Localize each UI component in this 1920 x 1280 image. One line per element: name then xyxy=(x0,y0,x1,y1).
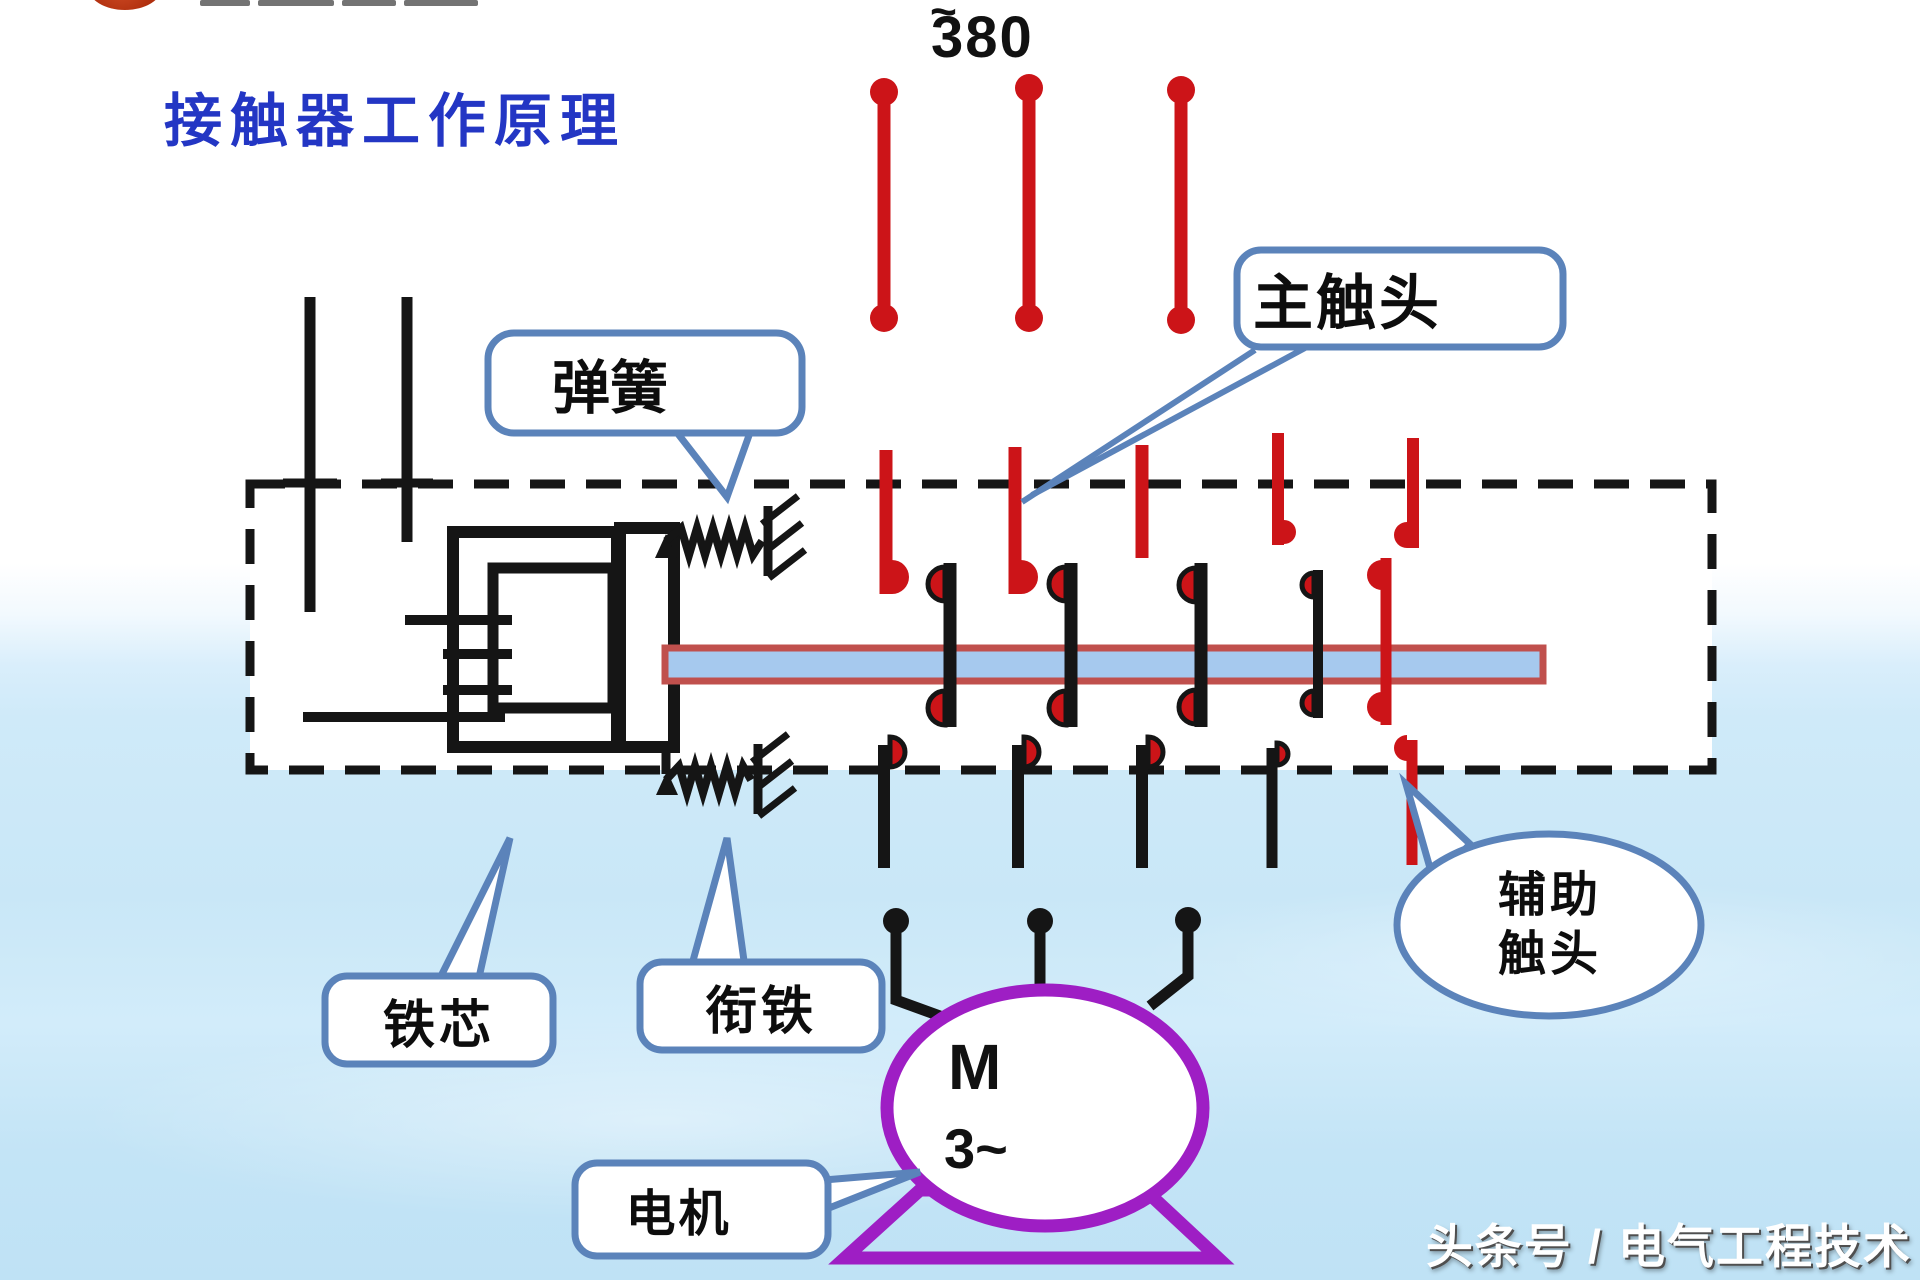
armature-callout-label: 衔铁 xyxy=(704,983,817,1041)
fixed-contact xyxy=(1008,447,1038,594)
aux-contact-callout-bubble xyxy=(1393,830,1705,1020)
aux-contact-callout-label: 辅助 触头 xyxy=(1400,840,1700,1012)
fixed-lower-contacts xyxy=(878,734,1418,868)
main-bridge xyxy=(1176,563,1208,727)
lower-contact xyxy=(1012,734,1042,868)
fixed-contact-aux xyxy=(1272,433,1296,545)
armature-callout-tail xyxy=(686,837,750,972)
aux-nc-bridge xyxy=(1367,558,1392,725)
lower-contact xyxy=(878,734,908,868)
aux-contact-label-line1: 辅助 xyxy=(1497,869,1602,923)
motor-body xyxy=(880,983,1210,1233)
main-bridge xyxy=(925,563,957,728)
lower-contact-aux xyxy=(1266,740,1291,868)
partial-logo-text xyxy=(200,0,250,6)
iron-core-callout-box xyxy=(321,972,557,1068)
aux-contact-label-line2: 触头 xyxy=(1497,928,1602,981)
motor-callout-label: 电机 xyxy=(625,1185,732,1242)
partial-logo-text xyxy=(404,0,478,6)
spring-callout-box xyxy=(484,329,806,437)
main-contact-callout-label: 主触头 xyxy=(1253,271,1442,337)
moving-contact-bridges xyxy=(925,558,1392,728)
fixed-contact xyxy=(879,450,909,594)
callout-shapes xyxy=(321,246,1705,1260)
bottom-spring xyxy=(656,731,798,819)
supply-line xyxy=(1015,74,1043,332)
main-bridge xyxy=(1046,563,1078,728)
supply-lines-380v xyxy=(870,74,1195,334)
supply-line xyxy=(870,78,898,332)
spring-callout-label: 弹簧 xyxy=(551,356,668,421)
partial-logo-text xyxy=(258,0,334,6)
aux-bridge xyxy=(1299,570,1323,718)
watermark-text: 头条号 / 电气工程技术 xyxy=(1425,1220,1912,1273)
main-contact-callout-box xyxy=(1233,246,1567,351)
partial-logo-icon xyxy=(88,0,162,10)
iron-core-callout-tail xyxy=(432,836,514,986)
motor-wires xyxy=(883,907,1201,1022)
main-contact-pointer-line xyxy=(1030,345,1307,498)
iron-core-callout-label: 铁芯 xyxy=(382,997,495,1055)
ac-tilde-symbol: ~ xyxy=(930,0,957,37)
motor-callout-box xyxy=(571,1159,832,1260)
lower-contact xyxy=(1136,734,1166,868)
coil-windings xyxy=(303,615,512,722)
motor-symbol-letter: M xyxy=(948,1031,1002,1103)
supply-line xyxy=(1167,76,1195,334)
motor-symbol-phase: 3~ xyxy=(944,1117,1008,1180)
top-spring xyxy=(655,493,808,581)
partial-logo-text xyxy=(342,0,396,6)
armature-callout-box xyxy=(636,958,886,1054)
armature-plate xyxy=(614,522,680,753)
fixed-contact-aux-nc xyxy=(1394,438,1419,548)
voltage-value: 380 xyxy=(931,5,1034,70)
fixed-upper-contacts xyxy=(879,433,1419,594)
coil-leads xyxy=(283,297,433,612)
contact-carrier-shaft xyxy=(661,644,1547,685)
page-title: 接触器工作原理 xyxy=(164,89,627,154)
